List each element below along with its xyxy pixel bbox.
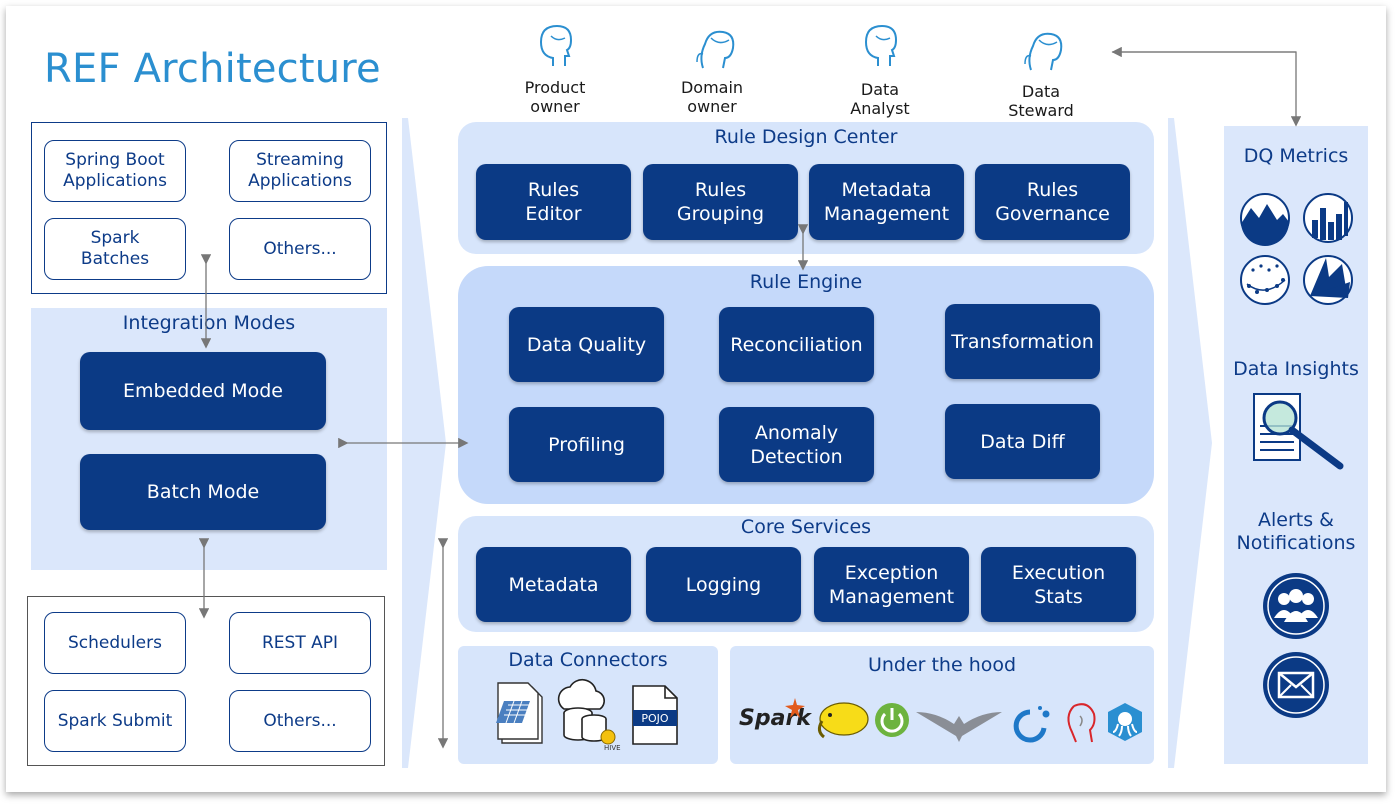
rule-engine-title: Rule Engine: [749, 271, 863, 293]
app-spring-boot: Spring Boot Applications: [44, 140, 186, 202]
loop-icon: [1013, 706, 1050, 743]
persona-domain-owner: Domain owner: [680, 78, 744, 116]
under-the-hood-title: Under the hood: [867, 654, 1017, 676]
falcon-icon: [916, 712, 1002, 742]
domain-owner-icon: [696, 30, 735, 69]
trigger-rest-api: REST API: [229, 612, 371, 674]
trigger-others: Others...: [229, 690, 371, 752]
persona-data-analyst: Data Analyst: [850, 80, 910, 118]
data-insights-magnifier-icon: [1253, 393, 1344, 470]
rules-governance-box: Rules Governance: [975, 164, 1130, 240]
data-connectors-title: Data Connectors: [508, 649, 668, 671]
database-cloud-icon: HIVE: [557, 678, 621, 752]
bar-chart-icon: [1303, 193, 1353, 243]
data-diff-box: Data Diff: [945, 404, 1100, 479]
trigger-schedulers: Schedulers: [44, 612, 186, 674]
transformation-box: Transformation: [945, 304, 1100, 379]
right-flow-arrow: [1168, 118, 1212, 768]
connector-arrows: [198, 46, 1302, 749]
batch-mode-box: Batch Mode: [80, 454, 326, 530]
spark-logo-icon: Spark: [739, 706, 811, 731]
envelope-icon: [1263, 652, 1329, 718]
core-services-title: Core Services: [740, 516, 872, 538]
steward-to-metrics-arrow: [1112, 51, 1302, 127]
execution-stats-box: Execution Stats: [981, 547, 1136, 622]
rules-grouping-box: Rules Grouping: [643, 164, 798, 240]
dq-metrics-title: DQ Metrics: [1243, 145, 1349, 167]
page-title: REF Architecture: [44, 46, 381, 92]
scatter-chart-icon: [1240, 255, 1290, 305]
trigger-spark-submit: Spark Submit: [44, 690, 186, 752]
reconciliation-box: Reconciliation: [719, 307, 874, 382]
hadoop-elephant-icon: [817, 702, 869, 739]
head-profile-icon: [1067, 703, 1096, 743]
data-insights-title: Data Insights: [1233, 358, 1359, 380]
metadata-box: Metadata: [476, 547, 631, 622]
radar-chart-icon: [1303, 255, 1353, 305]
rules-editor-box: Rules Editor: [476, 164, 631, 240]
spring-power-icon: [875, 703, 909, 737]
anomaly-detection-box: Anomaly Detection: [719, 407, 874, 482]
kraken-icon: [1108, 703, 1142, 741]
app-spark-batches: Spark Batches: [44, 218, 186, 280]
alerts-notifications-title: Alerts & Notifications: [1236, 509, 1356, 554]
pojo-file-icon: POJO: [632, 685, 678, 745]
persona-data-steward: Data Steward: [1008, 82, 1074, 120]
rule-design-center-title: Rule Design Center: [714, 126, 898, 148]
users-group-icon: [1263, 573, 1329, 639]
file-table-icon: [496, 682, 543, 744]
exception-management-box: Exception Management: [814, 547, 969, 622]
hive-label: HIVE: [604, 744, 621, 752]
app-streaming: Streaming Applications: [229, 140, 371, 202]
logging-box: Logging: [646, 547, 801, 622]
data-quality-box: Data Quality: [509, 307, 664, 382]
diagram-card: REF Architecture Spring Boot Application…: [6, 6, 1386, 792]
product-owner-icon: [539, 24, 573, 66]
persona-product-owner: Product owner: [524, 78, 586, 116]
app-others: Others...: [229, 218, 371, 280]
data-steward-icon: [1024, 32, 1063, 71]
mountain-chart-icon: [1240, 193, 1290, 246]
pojo-label: POJO: [641, 712, 669, 725]
profiling-box: Profiling: [509, 407, 664, 482]
spark-star-icon: [785, 698, 805, 718]
embedded-mode-box: Embedded Mode: [80, 352, 326, 430]
metadata-management-box: Metadata Management: [809, 164, 964, 240]
data-analyst-icon: [864, 24, 898, 66]
